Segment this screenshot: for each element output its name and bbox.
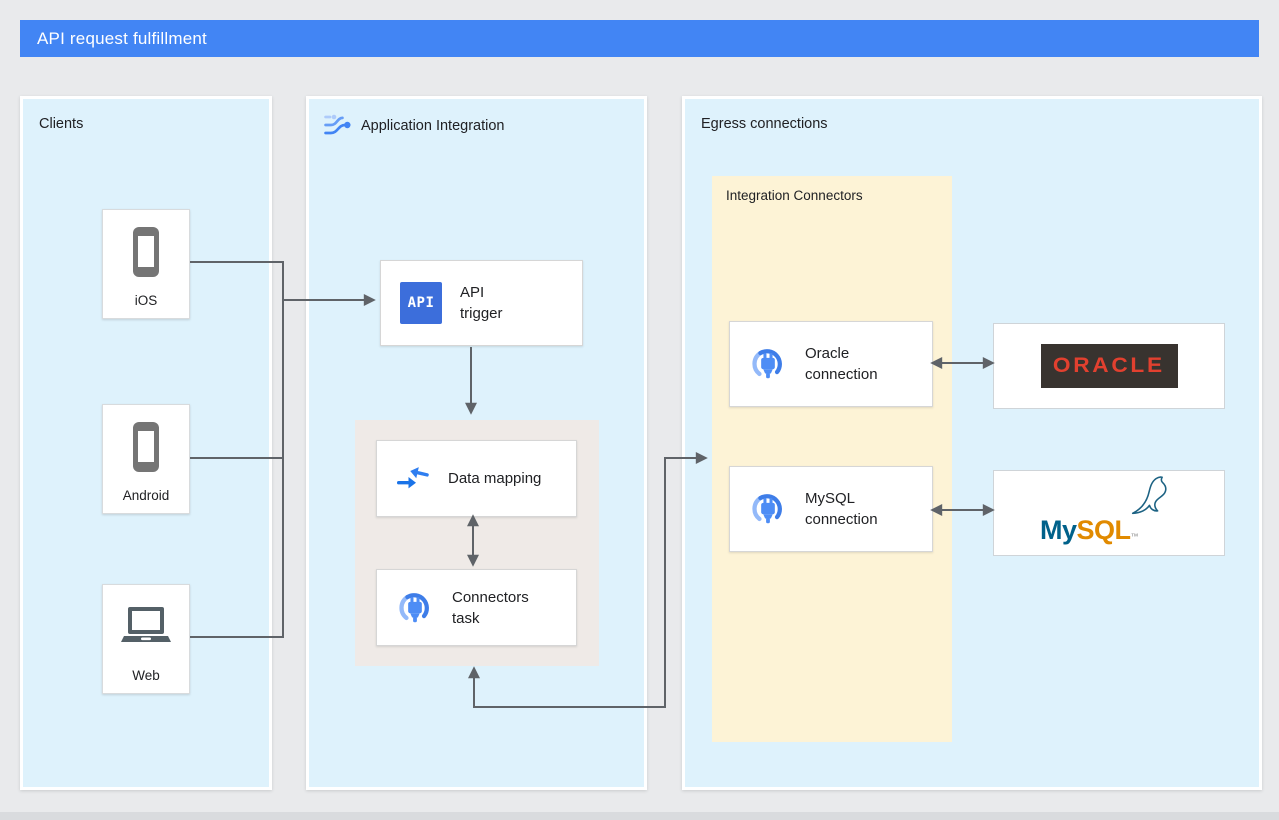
data-mapping-label: Data mapping [448, 470, 542, 487]
mysql-trademark: ™ [1130, 532, 1139, 541]
integration-connectors-icon [749, 345, 787, 383]
mysql-connection-node: MySQL connection [729, 466, 933, 552]
smartphone-icon [122, 419, 170, 475]
egress-connections-panel: Egress connections Integration Connector… [682, 96, 1262, 790]
mysql-word-sql: SQL [1076, 515, 1132, 545]
integration-connectors-icon [396, 589, 434, 627]
mysql-connection-label: MySQL connection [805, 490, 878, 528]
data-mapping-node: Data mapping [376, 440, 577, 517]
api-trigger-node: API API trigger [380, 260, 583, 346]
clients-panel-title: Clients [39, 116, 84, 132]
api-trigger-label: API trigger [460, 284, 503, 322]
diagram-title-bar: API request fulfillment [20, 20, 1259, 57]
mysql-target-card: MySQL™ [993, 470, 1225, 556]
api-trigger-icon: API [400, 282, 442, 324]
egress-connections-title: Egress connections [701, 116, 828, 132]
application-integration-panel: Application Integration API API trigger [306, 96, 647, 790]
mysql-dolphin-icon [1124, 474, 1176, 518]
integration-connectors-box: Integration Connectors Oracle connection [712, 176, 952, 742]
diagram-title: API request fulfillment [37, 28, 207, 48]
connectors-task-node: Connectors task [376, 569, 577, 646]
client-label: Web [132, 668, 160, 683]
oracle-target-card: ORACLE [993, 323, 1225, 409]
oracle-connection-node: Oracle connection [729, 321, 933, 407]
oracle-wordmark: ORACLE [1053, 354, 1165, 377]
data-mapping-icon [396, 466, 430, 492]
ios-client-card: iOS [102, 209, 190, 319]
android-client-card: Android [102, 404, 190, 514]
footer-strip [0, 812, 1279, 820]
application-integration-icon [322, 109, 354, 141]
mysql-wordmark: MySQL™ [1040, 515, 1139, 546]
laptop-icon [118, 605, 174, 651]
connectors-task-label: Connectors task [452, 588, 529, 627]
tasks-container: Data mapping Connectors task [355, 420, 599, 666]
client-label: Android [122, 488, 170, 503]
mysql-logo: MySQL™ [1034, 476, 1184, 548]
api-chip-text: API [407, 295, 435, 311]
client-label: iOS [134, 293, 158, 308]
application-integration-title: Application Integration [361, 118, 505, 134]
clients-panel: Clients iOS Android Web [20, 96, 272, 790]
mysql-word-my: My [1040, 515, 1077, 545]
web-client-card: Web [102, 584, 190, 694]
integration-connectors-title: Integration Connectors [726, 188, 863, 203]
integration-connectors-icon [749, 490, 787, 528]
oracle-connection-label: Oracle connection [805, 345, 878, 383]
smartphone-icon [122, 224, 170, 280]
oracle-logo: ORACLE [1040, 344, 1178, 388]
